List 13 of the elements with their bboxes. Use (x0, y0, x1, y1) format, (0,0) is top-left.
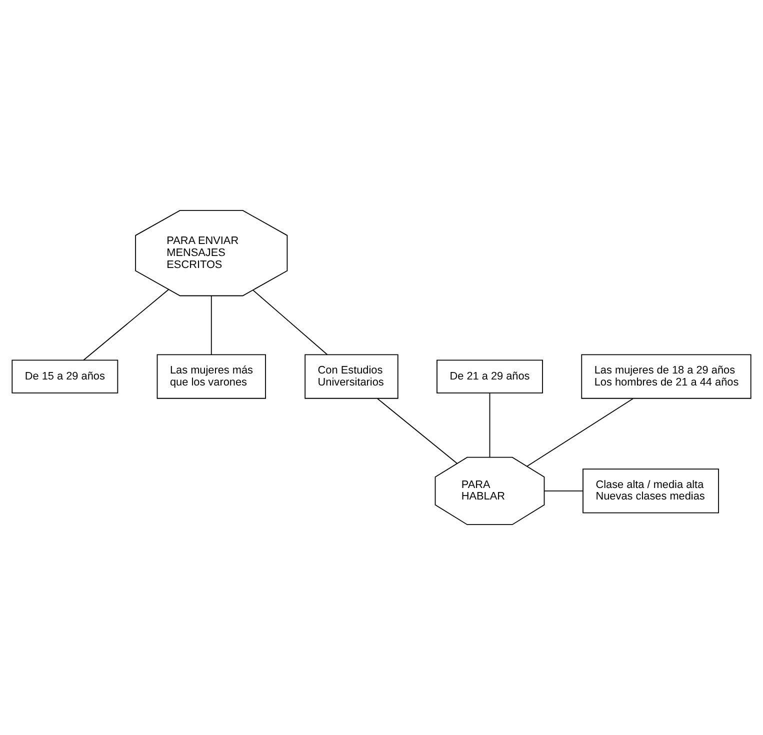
connector (83, 289, 170, 361)
node-box: Las mujeres más que los varones (156, 354, 266, 399)
connector (210, 295, 212, 356)
connector (252, 290, 328, 356)
connector (544, 490, 584, 492)
node-box: Con Estudios Universitarios (304, 354, 398, 399)
node-box: Las mujeres de 18 a 29 años Los hombres de 21 a 44 años (581, 354, 752, 399)
connector (489, 392, 490, 458)
node-box: De 15 a 29 años (12, 360, 118, 394)
node-box: Clase alta / media alta Nuevas clases medias (582, 468, 719, 514)
connector (377, 398, 458, 464)
node-box: De 21 a 29 años (436, 360, 543, 394)
connector (526, 398, 634, 467)
